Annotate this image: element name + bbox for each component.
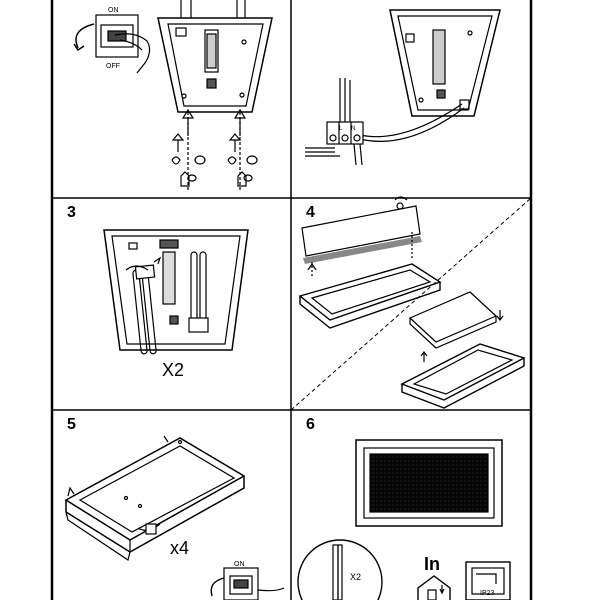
- tube-quantity-label: X2: [162, 360, 185, 380]
- panel-1-mounting: ON OFF: [73, 0, 273, 190]
- panel-4-cover: [298, 196, 526, 409]
- step-number-6: 6: [306, 416, 315, 433]
- ceiling-frame: [157, 0, 273, 113]
- ip-rating-label: IP23: [480, 590, 495, 597]
- switch-on-label: ON: [108, 7, 119, 14]
- step-number-5: 5: [67, 416, 76, 433]
- switch-off-label: OFF: [106, 63, 120, 70]
- panel-6-finished: [297, 439, 511, 605]
- step-number-4: 4: [306, 204, 315, 221]
- grid-lines: [50, 0, 533, 600]
- indoor-use-label: In: [424, 554, 440, 574]
- terminal-block: [326, 121, 364, 145]
- screws-and-plugs: [171, 108, 258, 190]
- panel-2-wiring: L N: [305, 9, 501, 166]
- clip-quantity-label: x4: [170, 538, 190, 558]
- terminal-label-n: N: [351, 126, 355, 132]
- spare-tube-quantity-label: X2: [350, 572, 362, 582]
- panel-5-frame: ON: [64, 435, 285, 601]
- step-number-3: 3: [67, 204, 76, 221]
- panel-3-tubes: [103, 229, 249, 355]
- wall-switch-icon: [73, 14, 151, 74]
- terminal-label-l: L: [339, 126, 343, 132]
- switch-on-label-2: ON: [234, 561, 245, 568]
